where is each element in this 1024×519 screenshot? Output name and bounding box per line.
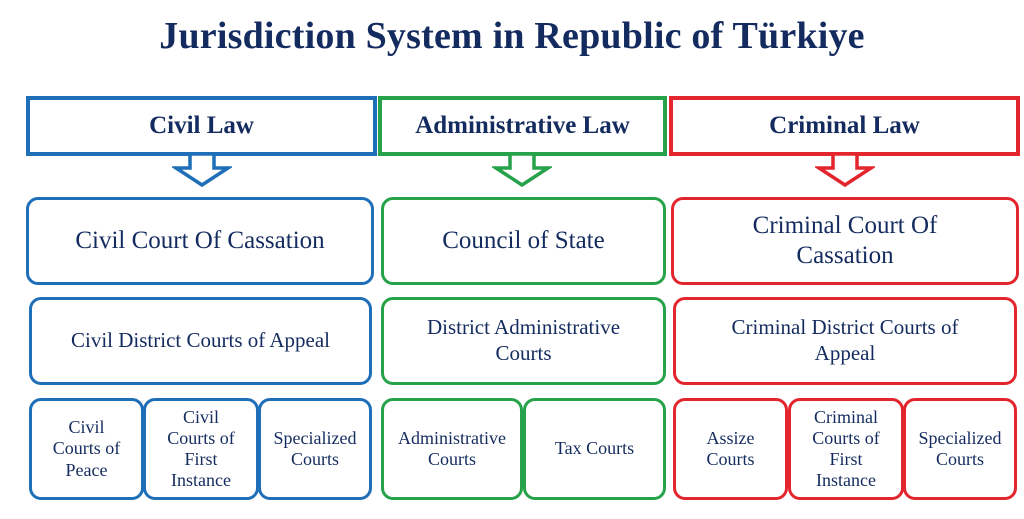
header-civil-law: Civil Law [26,96,377,156]
civil-first-instance-box-3: Specialized Courts [258,398,372,500]
criminal-supreme-court-box: Criminal Court Of Cassation [671,197,1019,285]
administrative-first-instance-label-2: Tax Courts [554,438,635,459]
civil-first-instance-label-3: Specialized Courts [273,427,357,469]
criminal-first-instance-label-3: Specialized Courts [918,427,1002,469]
civil-supreme-court-label: Civil Court Of Cassation [75,226,325,254]
criminal-first-instance-label-2: Criminal Courts of First Instance [812,406,880,491]
civil-first-instance-label-1: Civil Courts of Peace [52,417,121,480]
criminal-appeal-court-box: Criminal District Courts of Appeal [673,297,1017,385]
arrow-down-icon [815,154,875,188]
diagram-title: Jurisdiction System in Republic of Türki… [159,15,865,57]
arrow-down-icon [172,154,232,188]
arrow-down-icon [492,154,552,188]
criminal-supreme-court-label: Criminal Court Of Cassation [752,211,938,270]
civil-appeal-court-box: Civil District Courts of Appeal [29,297,372,385]
administrative-first-instance-box-2: Tax Courts [523,398,666,500]
civil-first-instance-box-2: Civil Courts of First Instance [143,398,259,500]
civil-appeal-court-label: Civil District Courts of Appeal [71,328,330,353]
civil-supreme-court-box: Civil Court Of Cassation [26,197,374,285]
criminal-first-instance-label-1: Assize Courts [706,427,755,469]
administrative-first-instance-box-1: Administrative Courts [381,398,523,500]
administrative-supreme-court-label: Council of State [442,226,605,254]
header-criminal-law-label: Criminal Law [769,112,920,139]
administrative-appeal-court-box: District Administrative Courts [381,297,666,385]
criminal-first-instance-box-2: Criminal Courts of First Instance [788,398,904,500]
civil-first-instance-label-2: Civil Courts of First Instance [167,406,235,491]
header-civil-law-label: Civil Law [149,112,254,139]
criminal-appeal-court-label: Criminal District Courts of Appeal [731,315,959,365]
criminal-first-instance-box-3: Specialized Courts [903,398,1017,500]
administrative-first-instance-label-1: Administrative Courts [398,427,506,469]
criminal-first-instance-box-1: Assize Courts [673,398,788,500]
header-administrative-law: Administrative Law [378,96,667,156]
header-criminal-law: Criminal Law [669,96,1020,156]
header-administrative-law-label: Administrative Law [415,112,630,139]
administrative-appeal-court-label: District Administrative Courts [426,315,621,365]
administrative-supreme-court-box: Council of State [381,197,666,285]
civil-first-instance-box-1: Civil Courts of Peace [29,398,144,500]
